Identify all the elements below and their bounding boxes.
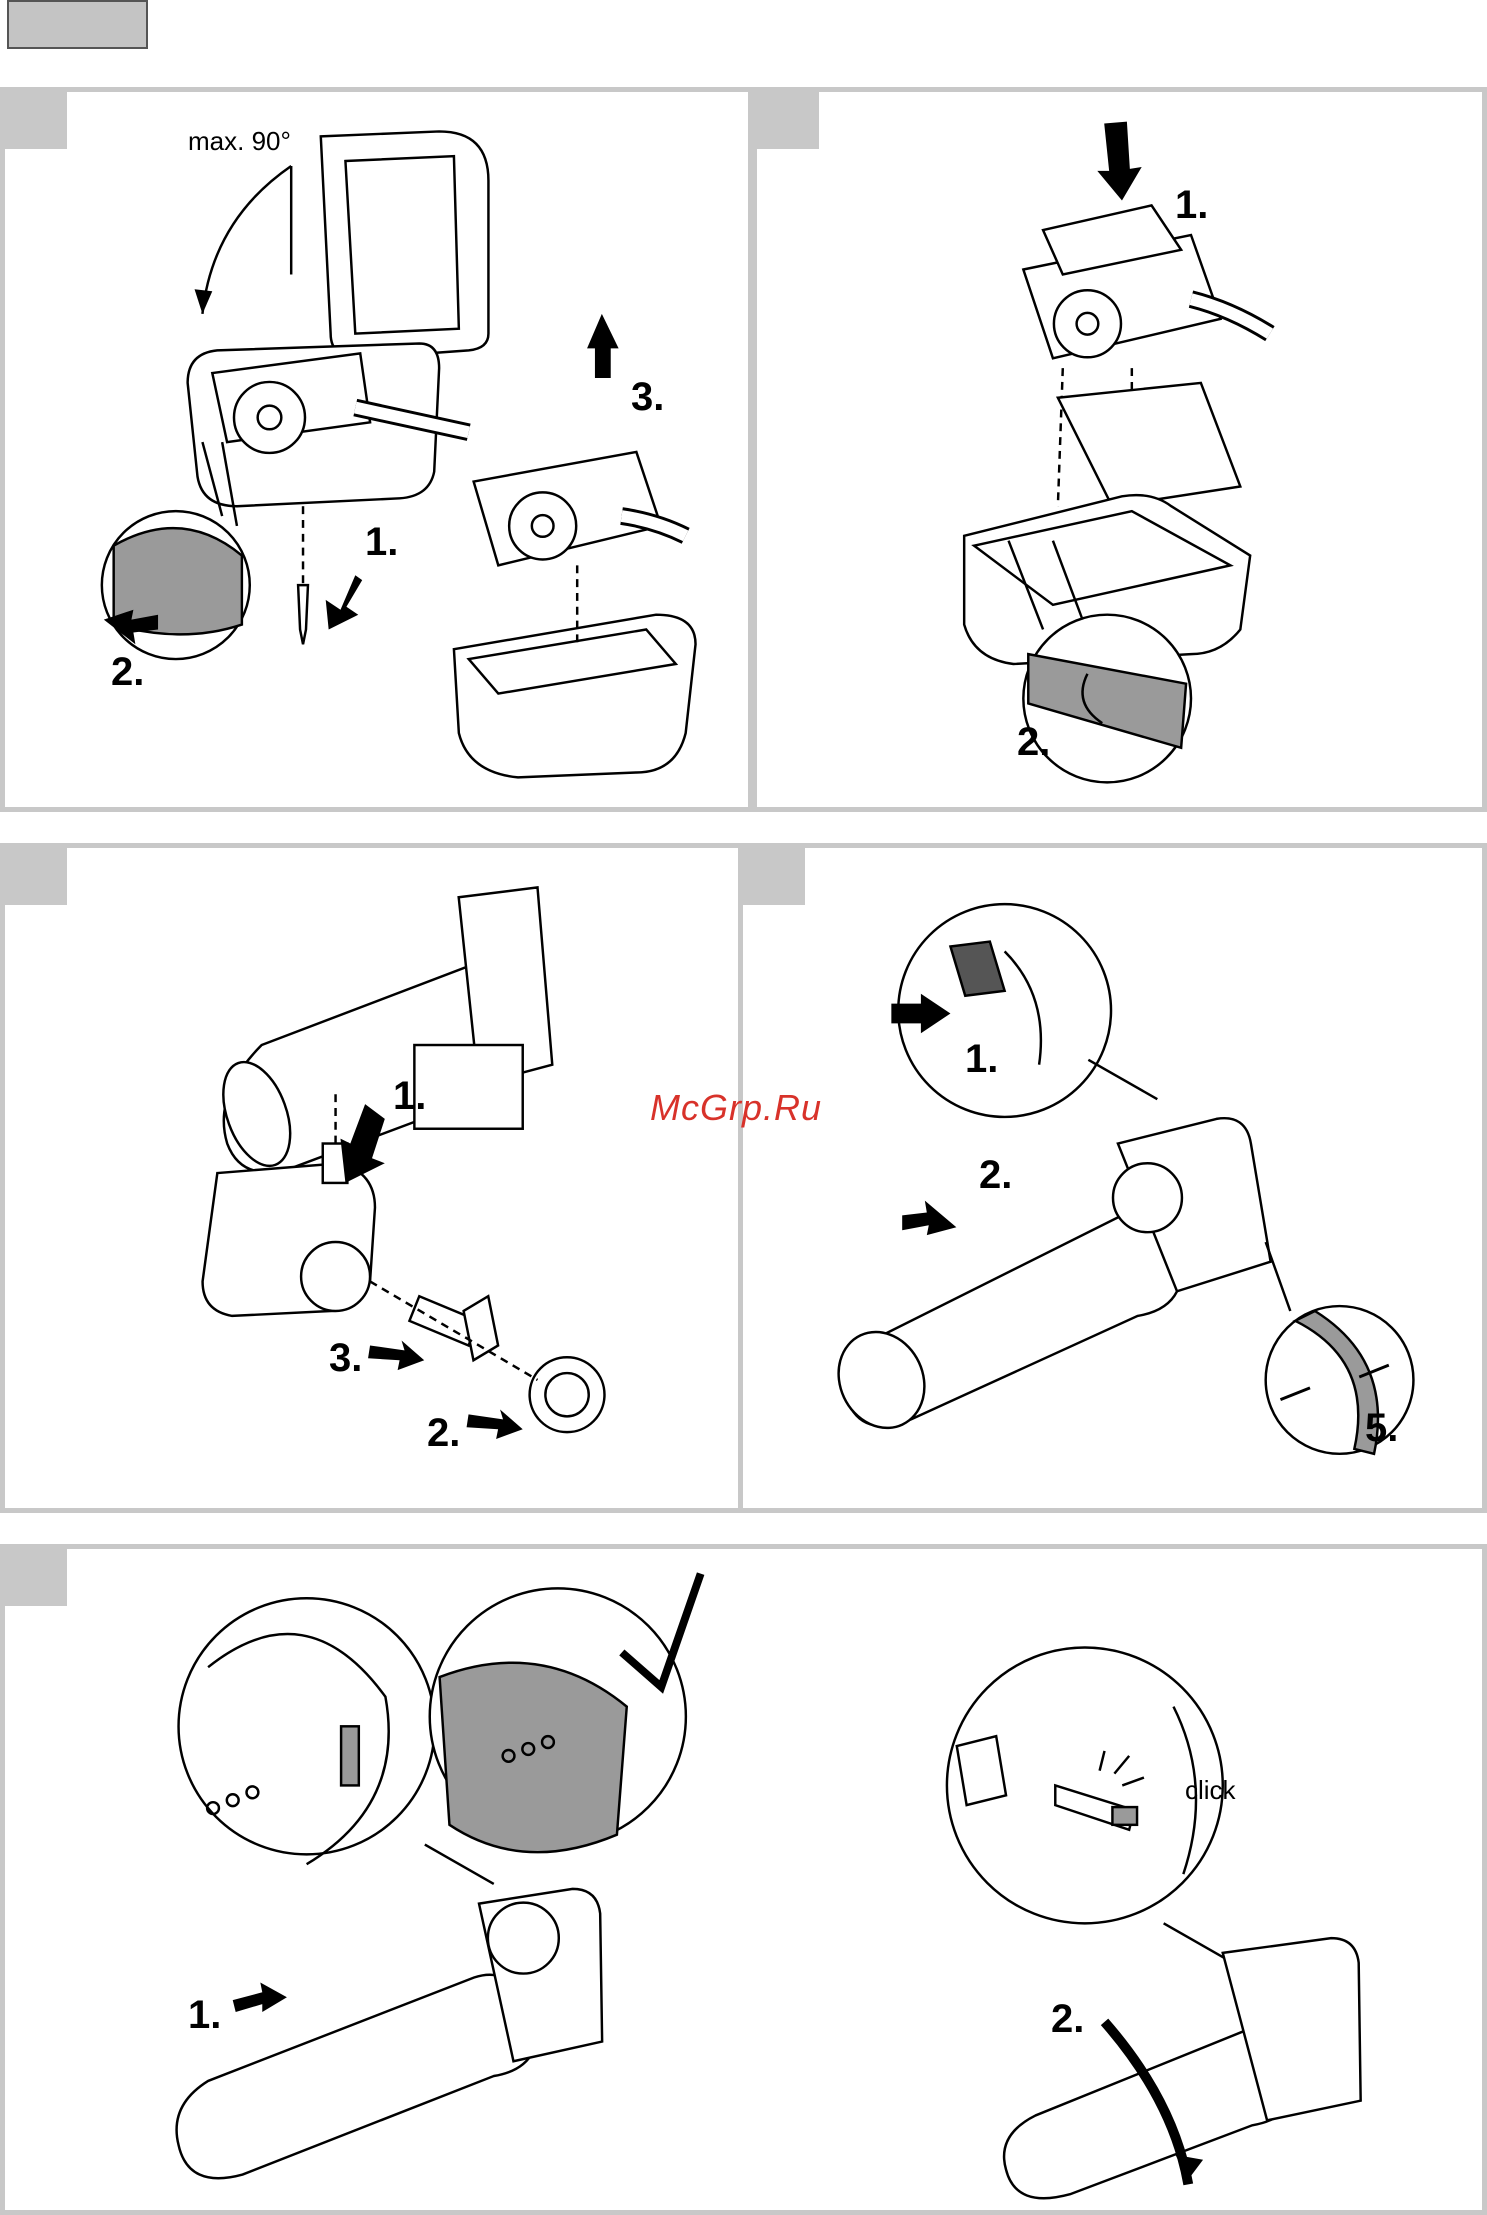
panel-1-illustration: [5, 92, 748, 807]
step-1-label: 1.: [365, 522, 398, 562]
detail-magnifier-icon: [947, 1648, 1223, 1924]
step-1-label: 1.: [188, 1995, 221, 2035]
panel-3: 1. 2. 3.: [0, 843, 745, 1513]
click-note: click: [1185, 1777, 1236, 1803]
watermark-text: McGrp.Ru: [650, 1087, 822, 1129]
panel-5-illustration: [5, 1549, 1482, 2210]
step-1-label: 1.: [393, 1076, 426, 1116]
step-1-label: 1.: [1175, 185, 1208, 225]
cover-cap: [530, 1357, 605, 1432]
step-2-label: 2.: [427, 1413, 460, 1453]
step-2-label: 2.: [1017, 722, 1050, 762]
step-2-label: 2.: [979, 1155, 1012, 1195]
step-3-label: 3.: [329, 1338, 362, 1378]
step-2-label: 2.: [111, 652, 144, 692]
panel-4: 1. 2. 5.: [738, 843, 1487, 1513]
step-2-label: 2.: [1051, 1999, 1084, 2039]
page-label-box: [7, 0, 148, 49]
panel-3-illustration: [5, 848, 740, 1508]
rotation-arc: [202, 166, 291, 314]
panel-5: 1. 2. click: [0, 1544, 1487, 2215]
arrow-icon: [1097, 122, 1141, 201]
uv-tube: [177, 1975, 534, 2179]
max-angle-note: max. 90°: [188, 128, 291, 154]
panel-2-illustration: [757, 92, 1482, 807]
step-5-label: 5.: [1365, 1408, 1398, 1448]
screw-icon: [298, 585, 308, 644]
step-1-label: 1.: [965, 1039, 998, 1079]
panel-1: max. 90° 1. 2. 3.: [0, 87, 753, 812]
step-3-label: 3.: [631, 377, 664, 417]
panel-2: 1. 2.: [752, 87, 1487, 812]
